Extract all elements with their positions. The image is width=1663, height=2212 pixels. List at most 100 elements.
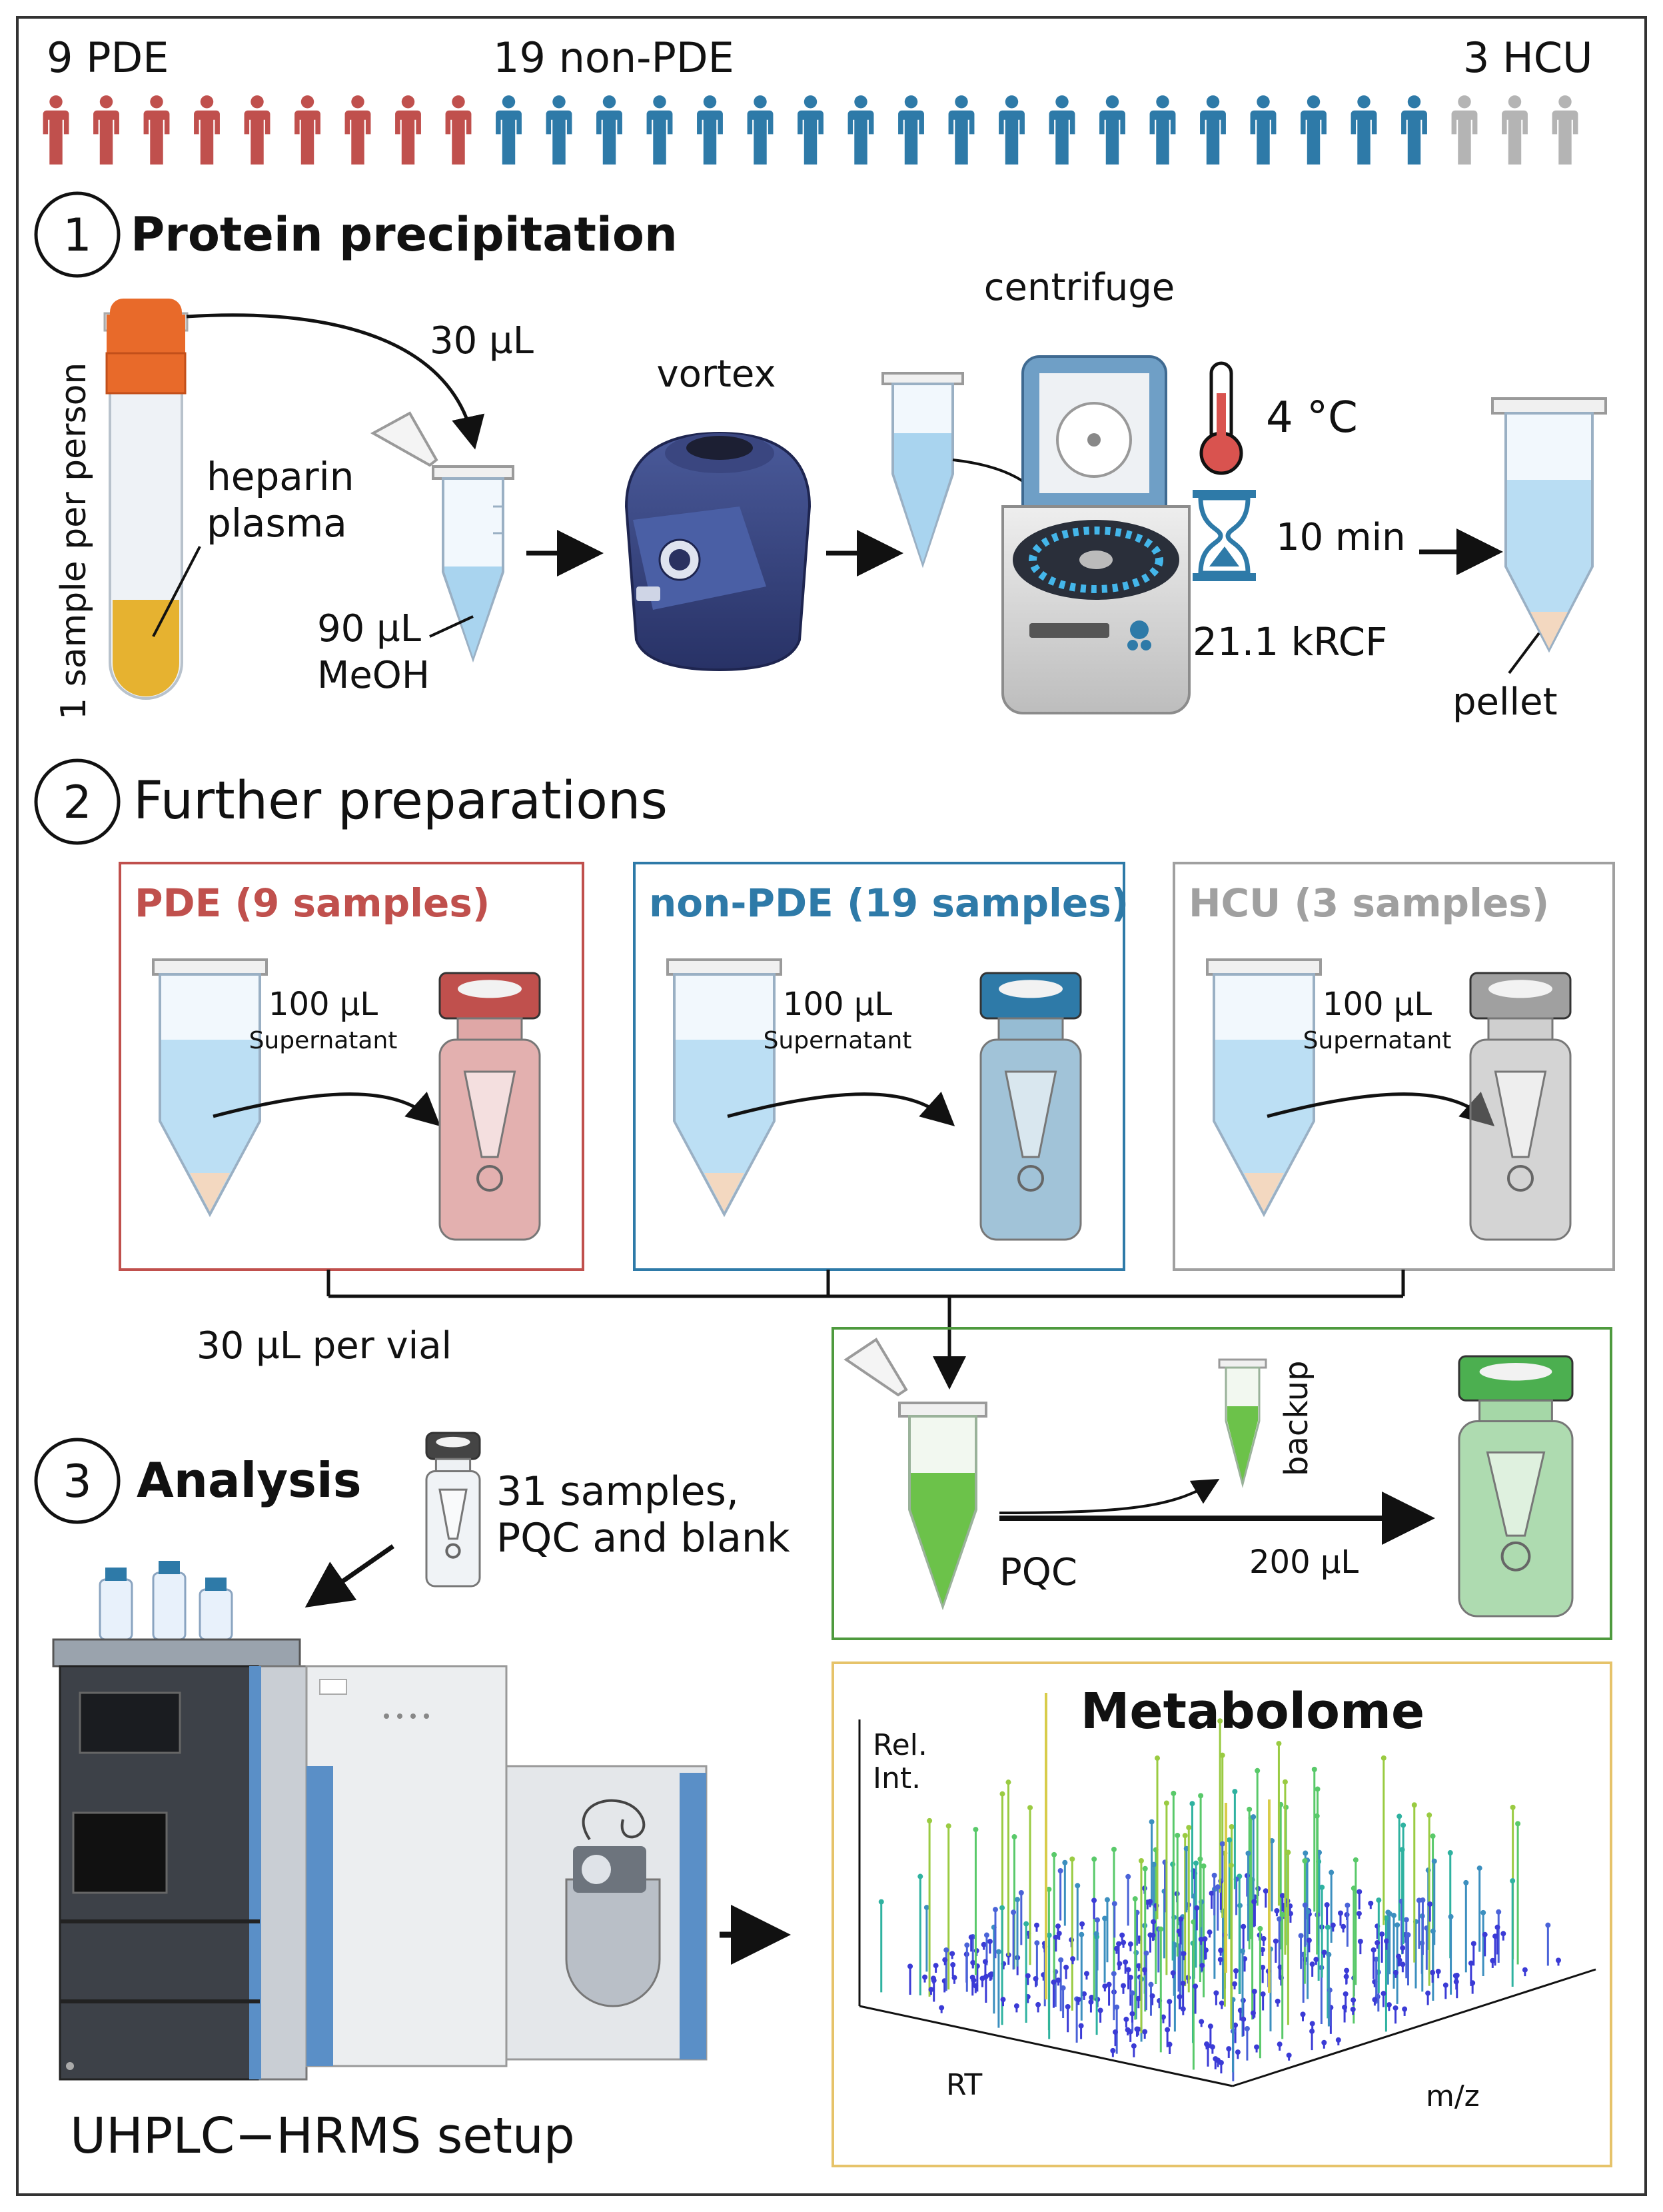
metabolome-peak-point <box>1161 2014 1167 2020</box>
person-icon <box>1099 95 1125 165</box>
metabolome-peak-point <box>1056 1930 1062 1936</box>
metabolome-peak-point <box>1427 1901 1433 1907</box>
metabolome-peak-point <box>1035 2001 1041 2007</box>
metabolome-peak-point <box>931 1977 937 1983</box>
person-icon <box>847 95 874 165</box>
metabolome-peak-point <box>1123 2016 1129 2022</box>
metabolome-peak-point <box>1400 1945 1406 1951</box>
metabolome-peak-point <box>1102 1915 1108 1921</box>
metabolome-peak-point <box>1282 1779 1288 1785</box>
pqc-label: PQC <box>999 1551 1077 1594</box>
backup-label: backup <box>1278 1361 1315 1476</box>
duration-label: 10 min <box>1276 516 1406 559</box>
metabolome-peak-point <box>1482 1931 1488 1937</box>
metabolome-peak-point <box>969 1974 975 1980</box>
meoh-volume-label: 90 µL <box>317 607 421 650</box>
metabolome-peak-point <box>1106 1981 1112 1987</box>
metabolome-peak-point <box>1426 1812 1432 1818</box>
group-box-frame <box>1173 862 1615 1271</box>
metabolome-peak-point <box>1055 1923 1061 1929</box>
metabolome-peak-point <box>1319 1884 1325 1890</box>
vortex-mixer-icon <box>624 431 812 672</box>
metabolome-peak-point <box>1447 1850 1453 1856</box>
metabolome-peak-point <box>1079 1931 1085 1937</box>
metabolome-peak-point <box>943 1947 949 1953</box>
step3-number-circle <box>34 1438 121 1524</box>
metabolome-peak-point <box>1091 1856 1097 1862</box>
metabolome-peak-point <box>1018 1890 1024 1896</box>
metabolome-peak-point <box>1386 1911 1392 1917</box>
person-icon <box>546 95 572 165</box>
metabolome-peak-point <box>1117 1961 1123 1967</box>
metabolome-peak-point <box>1155 1755 1161 1761</box>
metabolome-peak-point <box>1171 1790 1177 1796</box>
metabolome-peak-point <box>1233 1968 1239 1974</box>
metabolome-peak-point <box>1353 1857 1359 1863</box>
person-icon <box>948 95 975 165</box>
metabolome-peak-point <box>1386 2002 1392 2008</box>
metabolome-peak-point <box>1201 1863 1207 1869</box>
metabolome-peak-point <box>1055 1977 1061 1983</box>
pqc-tube-icon <box>843 1338 987 1611</box>
metabolome-peak-point <box>1251 1989 1257 1995</box>
metabolome-peak-point <box>1142 2029 1148 2035</box>
metabolome-peak-point <box>1110 2047 1116 2053</box>
metabolome-peak-point <box>1111 1971 1117 1977</box>
metabolome-x-label: RT <box>946 2068 982 2102</box>
metabolome-peak-point <box>973 1827 979 1833</box>
backup-arrow <box>999 1478 1220 1514</box>
meoh-label: MeOH <box>317 654 430 697</box>
metabolome-peak-point <box>1244 2025 1250 2031</box>
metabolome-peak-point <box>1104 1897 1110 1903</box>
metabolome-peak-point <box>1313 1957 1319 1963</box>
transfer-supernatant-label: Supernatant <box>1303 1027 1452 1054</box>
metabolome-peak-point <box>1321 2039 1327 2045</box>
metabolome-peak-point <box>1343 1991 1349 1997</box>
metabolome-peak-point <box>1114 2004 1120 2010</box>
pqc-vial-icon <box>1458 1355 1574 1618</box>
metabolome-peak-point <box>1396 1953 1402 1959</box>
metabolome-peak-point <box>1193 1860 1199 1866</box>
metabolome-peak-point <box>917 1873 923 1879</box>
metabolome-peak-point <box>1013 2003 1019 2009</box>
group-boxes: PDE (9 samples)100 µLSupernatantnon-PDE … <box>119 862 1615 1271</box>
metabolome-peak-point <box>1251 1814 1257 1820</box>
metabolome-peak-point <box>1046 1932 1052 1938</box>
metabolome-peak-point <box>987 1939 993 1945</box>
metabolome-peak-point <box>1083 1971 1089 1977</box>
metabolome-peak-point <box>1510 1878 1516 1884</box>
metabolome-peak-point <box>1023 1921 1029 1927</box>
step1-number: 1 <box>63 209 91 262</box>
metabolome-peak-point <box>1233 2022 1239 2028</box>
metabolome-peak-point <box>1275 1998 1281 2004</box>
metabolome-peak-point <box>1371 1947 1377 1953</box>
autosampler-vial-icon <box>1469 972 1572 1241</box>
metabolome-peak-point <box>982 1959 988 1965</box>
plasma-label-line2: plasma <box>207 501 347 546</box>
metabolome-peak-point <box>1091 1897 1097 1903</box>
metabolome-peak-point <box>1496 1909 1502 1915</box>
transfer-volume-label: 100 µL <box>1323 986 1432 1023</box>
metabolome-peak-point <box>1372 1997 1378 2003</box>
metabolome-peak-point <box>1274 1908 1280 1914</box>
metabolome-peak-point <box>1298 1933 1304 1939</box>
metabolome-peak-point <box>1311 1766 1317 1772</box>
transfer-arrow <box>1267 1092 1495 1127</box>
metabolome-peak-point <box>1337 1910 1343 1916</box>
metabolome-peak-point <box>1219 1841 1225 1847</box>
metabolome-peak-point <box>1545 1922 1551 1928</box>
eppendorf-tube-mix-icon <box>881 372 964 568</box>
person-icon <box>1401 95 1427 165</box>
supernatant-tube-icon <box>666 958 782 1218</box>
metabolome-peak-point <box>1217 1718 1223 1724</box>
metabolome-peak-point <box>1368 1900 1374 1906</box>
cohort-people-row <box>43 95 1578 165</box>
person-icon <box>93 95 119 165</box>
group-box-frame <box>119 862 584 1271</box>
metabolome-peak-point <box>1260 1991 1266 1997</box>
metabolome-peak-point <box>1416 1897 1422 1903</box>
metabolome-peak-point <box>1394 1922 1400 1928</box>
metabolome-peak-point <box>1392 1969 1398 1975</box>
metabolome-peak-point <box>1306 1937 1312 1943</box>
transfer-supernatant-label: Supernatant <box>249 1027 398 1054</box>
